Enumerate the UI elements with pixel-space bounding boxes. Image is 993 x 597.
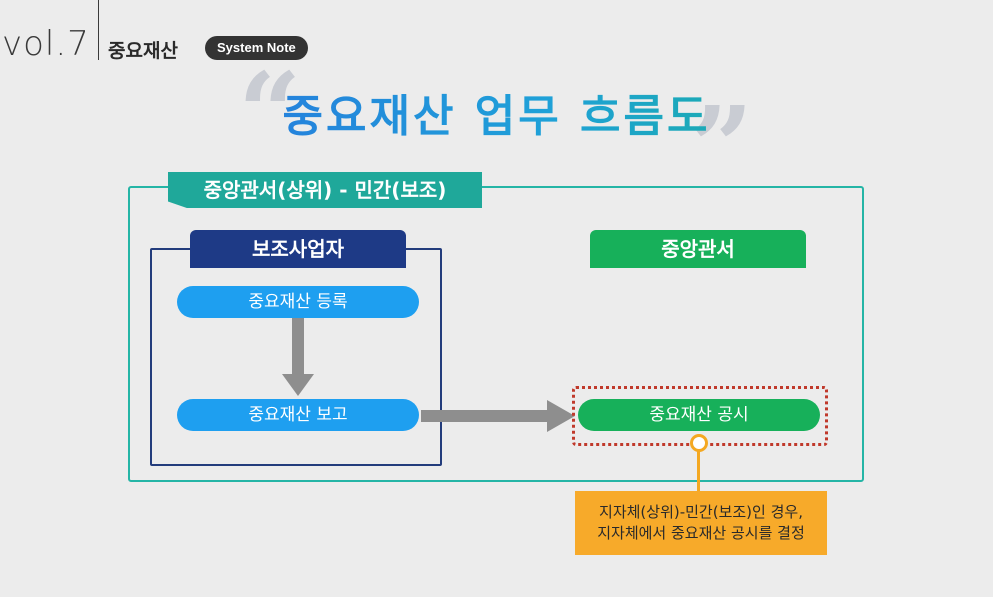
system-note-badge: System Note [205,36,308,60]
central-agency-label: 중앙관서 [590,230,806,268]
close-quote-icon: ” [690,82,754,211]
step-publish: 중요재산 공시 [578,399,820,431]
outer-frame-label: 중앙관서(상위) - 민간(보조) [168,172,482,208]
step-register: 중요재산 등록 [177,286,419,318]
note-line-2: 지자체에서 중요재산 공시를 결정 [597,524,805,542]
local-government-note: 지자체(상위)-민간(보조)인 경우, 지자체에서 중요재산 공시를 결정 [575,491,827,555]
volume-label: vol.7 [2,24,90,64]
subsidy-operator-label: 보조사업자 [190,230,406,268]
open-quote-icon: “ [238,58,301,168]
down-arrow-icon [282,318,314,396]
page-title: 중요재산 업무 흐름도 [0,80,993,144]
header-divider [98,0,99,60]
note-connector [697,446,700,492]
series-name: 중요재산 [108,40,178,62]
right-arrow-icon [421,400,575,432]
connector-dot-icon [690,434,708,452]
step-report: 중요재산 보고 [177,399,419,431]
note-line-1: 지자체(상위)-민간(보조)인 경우, [599,503,803,521]
